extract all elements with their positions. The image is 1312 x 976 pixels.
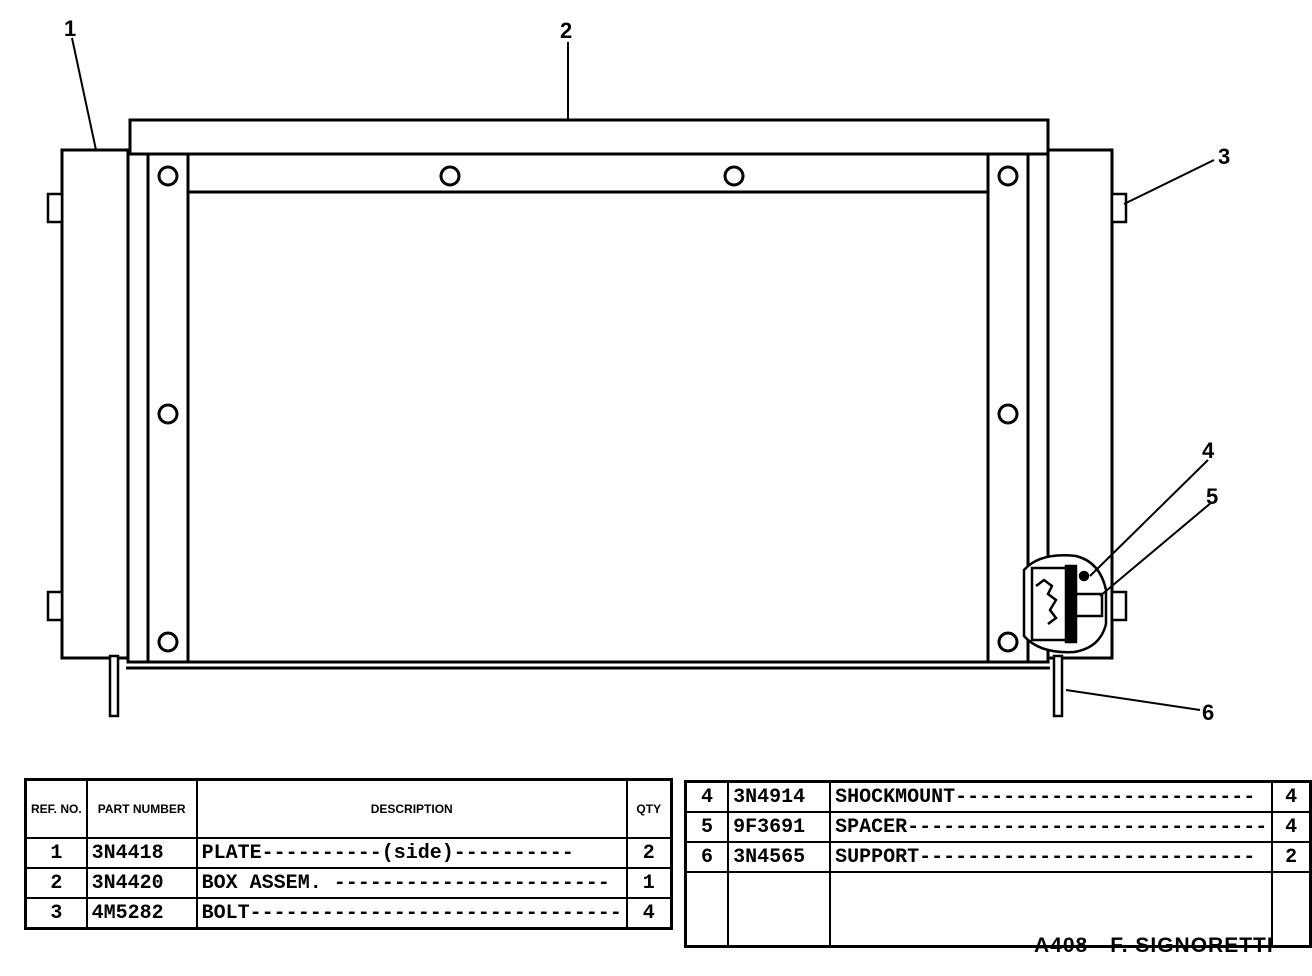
table-row: 5 9F3691 SPACER-------------------------… (684, 811, 1312, 843)
table-row: 3 4M5282 BOLT---------------------------… (24, 897, 673, 930)
bolt-hole (157, 403, 179, 425)
parts-table-right: 4 3N4914 SHOCKMOUNT---------------------… (684, 780, 1312, 948)
parts-table-left: REF. NO. PART NUMBER DESCRIPTION QTY 1 3… (24, 778, 673, 930)
box-assembly-drawing: 1 2 3 4 5 6 (46, 16, 1230, 725)
bolt-head (1110, 590, 1128, 622)
table-row: 2 3N4420 BOX ASSEM. --------------------… (24, 867, 673, 899)
quantity: 2 (1271, 841, 1312, 873)
empty-cell (684, 871, 730, 948)
description: BOLT------------------------------- (195, 897, 628, 930)
drawing-footer: A408 F. SIGNORETTI (1034, 934, 1296, 958)
part-number: 3N4914 (727, 780, 832, 813)
bolt-head (46, 590, 64, 622)
left-side-plate (60, 148, 130, 660)
part-number: 9F3691 (727, 811, 832, 843)
bolt-head (46, 192, 64, 224)
bolt-hole (157, 165, 179, 187)
table-row: 6 3N4565 SUPPORT------------------------… (684, 841, 1312, 873)
quantity: 2 (625, 837, 673, 869)
part-number: 3N4565 (727, 841, 832, 873)
bolt-hole (997, 403, 1019, 425)
table-row: 4 3N4914 SHOCKMOUNT---------------------… (684, 780, 1312, 813)
table-filler-row (684, 871, 1312, 948)
quantity: 4 (1271, 811, 1312, 843)
ref-no: 5 (684, 811, 730, 843)
callout-6: 6 (1202, 700, 1214, 725)
support-left (108, 654, 120, 718)
empty-cell (1271, 871, 1312, 948)
description: SPACER------------------------------ (829, 811, 1274, 843)
top-bar (128, 118, 1050, 156)
quantity: 4 (625, 897, 673, 930)
part-number: 3N4418 (85, 837, 198, 869)
ref-no: 6 (684, 841, 730, 873)
header-ref-no: REF. NO. (24, 778, 88, 839)
description: BOX ASSEM. ----------------------- (195, 867, 628, 899)
bolt-hole (723, 165, 745, 187)
description: PLATE----------(side)---------- (195, 837, 628, 869)
ref-no: 4 (684, 780, 730, 813)
drafter-name: F. SIGNORETTI (1110, 934, 1274, 957)
callout-2: 2 (560, 18, 572, 43)
inner-frame (126, 152, 1050, 664)
callout-3: 3 (1218, 144, 1230, 169)
bolt-hole (997, 165, 1019, 187)
quantity: 4 (1271, 780, 1312, 813)
bolt-hole (439, 165, 461, 187)
description: SUPPORT---------------------------- (829, 841, 1274, 873)
empty-cell (829, 871, 1274, 948)
description: SHOCKMOUNT------------------------- (829, 780, 1274, 813)
drawing-code: A408 (1034, 934, 1089, 957)
header-description: DESCRIPTION (195, 778, 628, 839)
quantity: 1 (625, 867, 673, 899)
empty-cell (727, 871, 832, 948)
table-header-row: REF. NO. PART NUMBER DESCRIPTION QTY (24, 778, 673, 839)
callout-4: 4 (1202, 438, 1215, 463)
ref-no: 2 (24, 867, 88, 899)
ref-no: 3 (24, 897, 88, 930)
table-row: 1 3N4418 PLATE----------(side)----------… (24, 837, 673, 869)
bolt-head (1110, 192, 1128, 224)
bolt-hole (157, 631, 179, 653)
header-qty: QTY (625, 778, 673, 839)
shockmount-cutaway (1022, 554, 1108, 654)
part-number: 4M5282 (85, 897, 198, 930)
callout-1: 1 (64, 16, 76, 41)
callout-5: 5 (1206, 484, 1218, 509)
part-number: 3N4420 (85, 867, 198, 899)
header-part-number: PART NUMBER (85, 778, 198, 839)
bolt-hole (997, 631, 1019, 653)
ref-no: 1 (24, 837, 88, 869)
support-right (1052, 654, 1064, 718)
panel (187, 191, 989, 663)
